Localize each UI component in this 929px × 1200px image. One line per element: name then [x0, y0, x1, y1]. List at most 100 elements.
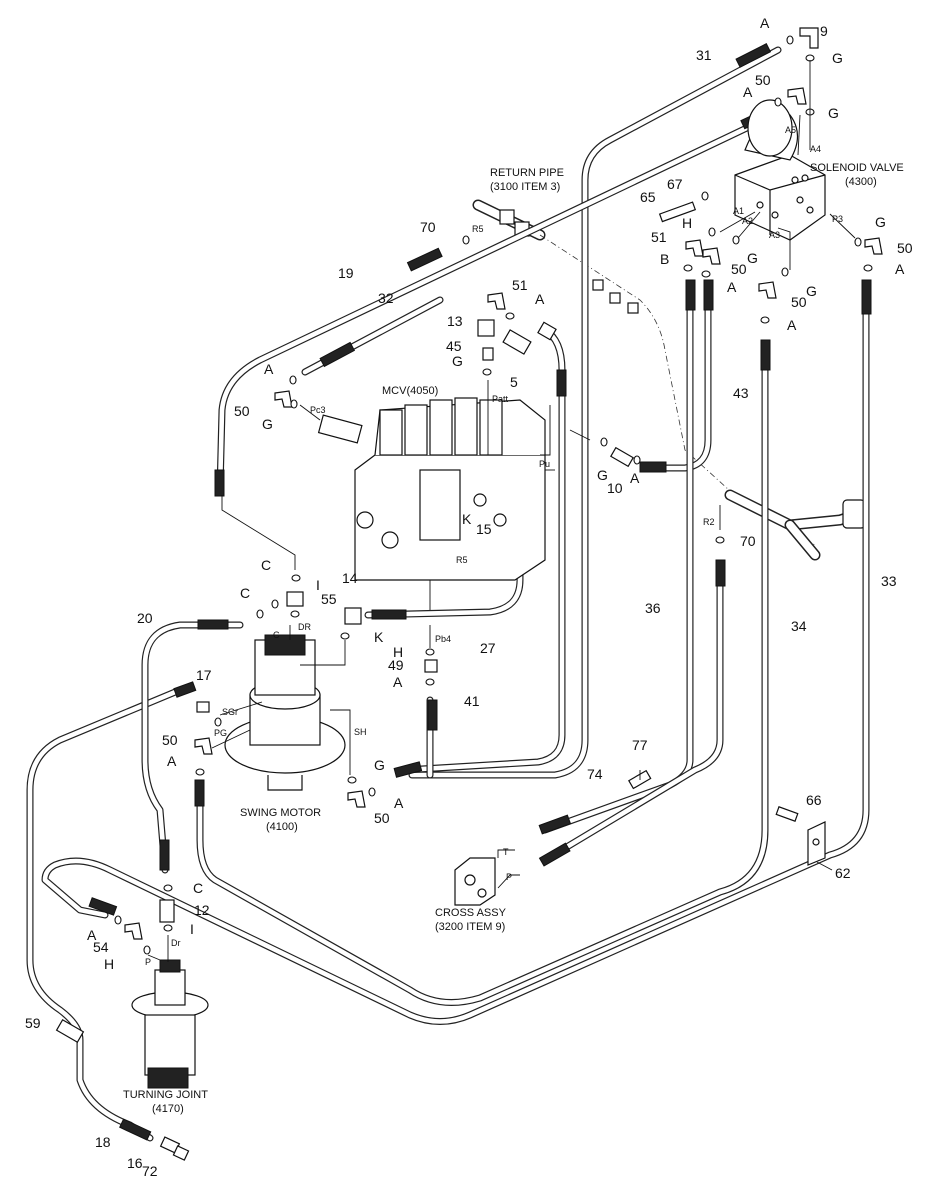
port-label: DR	[298, 622, 311, 632]
hose-74-77	[541, 566, 724, 864]
callout-72: 72	[142, 1163, 158, 1179]
port-label: SH	[354, 727, 367, 737]
callout-g: G	[828, 105, 839, 121]
callout-g: G	[262, 416, 273, 432]
callout-10: 10	[607, 480, 623, 496]
solenoid-valve-label: SOLENOID VALVE	[810, 162, 904, 174]
hose-33	[41, 281, 870, 1025]
callout-a: A	[895, 261, 905, 277]
hose-31	[408, 46, 782, 779]
port-label: A1	[733, 206, 744, 216]
callout-g: G	[597, 467, 608, 483]
callout-k: K	[462, 511, 472, 527]
callout-70: 70	[420, 219, 436, 235]
callout-50: 50	[374, 810, 390, 826]
port-label: A3	[769, 230, 780, 240]
mcv-label: MCV(4050)	[382, 385, 438, 397]
return-pipe-label: RETURN PIPE	[490, 167, 564, 179]
callout-74: 74	[587, 766, 603, 782]
port-label: P	[506, 872, 512, 882]
callout-50: 50	[234, 403, 250, 419]
port-label: Pb4	[435, 634, 451, 644]
port-label: C	[273, 630, 280, 640]
hose-43	[646, 281, 712, 472]
callout-18: 18	[95, 1134, 111, 1150]
callout-a: A	[535, 291, 545, 307]
port-label: Dr	[171, 938, 181, 948]
callout-17: 17	[196, 667, 212, 683]
port-label: A5	[785, 125, 796, 135]
callout-h: H	[104, 956, 114, 972]
hose-20	[141, 621, 244, 874]
callout-9: 9	[820, 23, 828, 39]
assembly-labels: RETURN PIPE (3100 ITEM 3) SOLENOID VALVE…	[123, 162, 904, 1115]
hose-59	[26, 686, 184, 1142]
port-label: R5	[456, 555, 468, 565]
callout-15: 15	[476, 521, 492, 537]
bracket-62	[807, 821, 826, 866]
port-labels: A5 A4 A1 A2 A3 P3 R5 Patt Pc3 Pu R5 R2 D…	[145, 125, 843, 967]
hose-19	[216, 111, 778, 494]
callout-c: C	[240, 585, 250, 601]
port-label: A4	[810, 144, 821, 154]
callout-b: B	[660, 251, 669, 267]
callout-a: A	[760, 15, 770, 31]
callout-i: I	[190, 921, 194, 937]
turning-joint-label: TURNING JOINT	[123, 1089, 208, 1101]
callout-h: H	[393, 644, 403, 660]
port-label: PG	[214, 728, 227, 738]
callout-50: 50	[791, 294, 807, 310]
callout-g: G	[875, 214, 886, 230]
callout-16: 16	[127, 1155, 143, 1171]
callout-41: 41	[464, 693, 480, 709]
small-fittings	[124, 27, 883, 1161]
callout-5: 5	[510, 374, 518, 390]
return-pipe-ref: (3100 ITEM 3)	[490, 181, 560, 193]
leader-lines	[147, 60, 856, 962]
callout-67: 67	[667, 176, 683, 192]
callout-g: G	[374, 757, 385, 773]
cross-assy	[454, 857, 496, 906]
hose-end-fittings	[55, 43, 872, 1141]
swing-motor-label: SWING MOTOR	[240, 807, 321, 819]
callout-g: G	[747, 250, 758, 266]
o-rings	[114, 35, 873, 955]
turning-joint	[131, 959, 209, 1089]
callout-g: G	[452, 353, 463, 369]
callout-14: 14	[342, 570, 358, 586]
callout-12: 12	[194, 902, 210, 918]
port-label: R2	[703, 517, 715, 527]
callout-i: I	[316, 577, 320, 593]
part-callouts: 9 A G 31 50 A G 67 65 H G 50 51 G B 50 A…	[25, 15, 913, 1179]
callout-70: 70	[740, 533, 756, 549]
callout-a: A	[393, 674, 403, 690]
callout-36: 36	[645, 600, 661, 616]
port-label: Pc3	[310, 405, 326, 415]
callout-34: 34	[791, 618, 807, 634]
callout-65: 65	[640, 189, 656, 205]
callout-g: G	[832, 50, 843, 66]
callout-g: G	[806, 283, 817, 299]
port-label: P3	[832, 214, 843, 224]
callout-20: 20	[137, 610, 153, 626]
port-label: Pu	[539, 459, 550, 469]
callout-59: 59	[25, 1015, 41, 1031]
hose-27	[364, 531, 524, 619]
callout-62: 62	[835, 865, 851, 881]
mcv-block	[317, 397, 546, 610]
port-label: SGr	[222, 707, 238, 717]
callout-33: 33	[881, 573, 897, 589]
callout-77: 77	[632, 737, 648, 753]
callout-45: 45	[446, 338, 462, 354]
callout-32: 32	[378, 290, 394, 306]
callout-50: 50	[755, 72, 771, 88]
callout-k: K	[374, 629, 384, 645]
cross-assy-label: CROSS ASSY	[435, 907, 507, 919]
callout-a: A	[394, 795, 404, 811]
callout-43: 43	[733, 385, 749, 401]
port-label: Patt	[492, 394, 509, 404]
callout-a: A	[630, 470, 640, 486]
callout-31: 31	[696, 47, 712, 63]
port-label: T	[503, 847, 509, 857]
